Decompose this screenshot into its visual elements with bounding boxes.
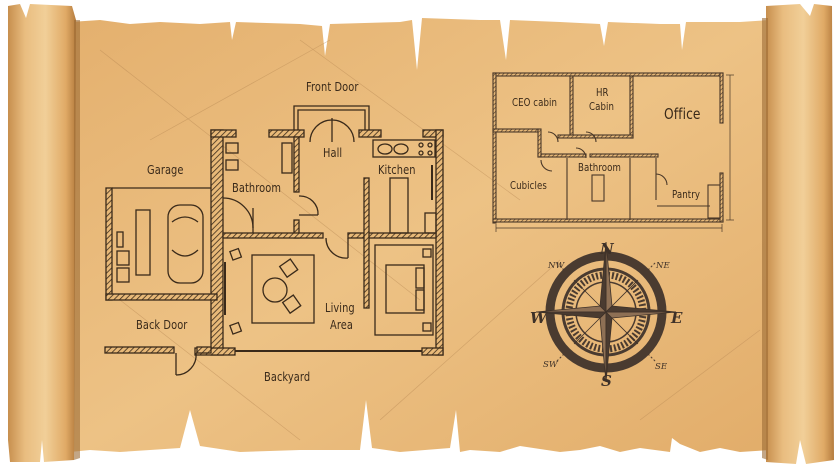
label-front-door: Front Door <box>306 80 359 94</box>
label-office-bathroom: Bathroom <box>578 162 621 174</box>
label-living: Living <box>325 301 355 315</box>
label-office: Office <box>664 105 701 123</box>
label-area: Area <box>330 318 353 332</box>
label-hr: HR <box>596 87 609 99</box>
compass-nw: NW <box>548 261 565 271</box>
compass-ne: NE <box>656 261 670 271</box>
compass-s: S <box>601 372 612 390</box>
label-backyard: Backyard <box>264 370 311 384</box>
compass-se: SE <box>655 362 668 372</box>
label-pantry: Pantry <box>672 189 701 201</box>
label-cubicles: Cubicles <box>510 180 547 192</box>
label-ceo-cabin: CEO cabin <box>512 97 558 109</box>
label-bathroom: Bathroom <box>232 181 281 195</box>
compass-w: W <box>530 309 547 327</box>
house-floor-plan <box>104 105 444 376</box>
label-garage: Garage <box>147 163 184 177</box>
label-back-door: Back Door <box>136 318 188 332</box>
left-roll <box>8 4 76 462</box>
label-kitchen: Kitchen <box>378 163 416 177</box>
compass-n: N <box>600 240 614 258</box>
compass-e: E <box>671 309 683 327</box>
compass-rose <box>535 241 677 383</box>
compass-sw: SW <box>543 360 558 370</box>
right-roll <box>766 4 834 464</box>
label-hr-cabin: Cabin <box>589 101 615 113</box>
label-hall: Hall <box>323 146 343 160</box>
office-floor-plan <box>492 72 734 232</box>
